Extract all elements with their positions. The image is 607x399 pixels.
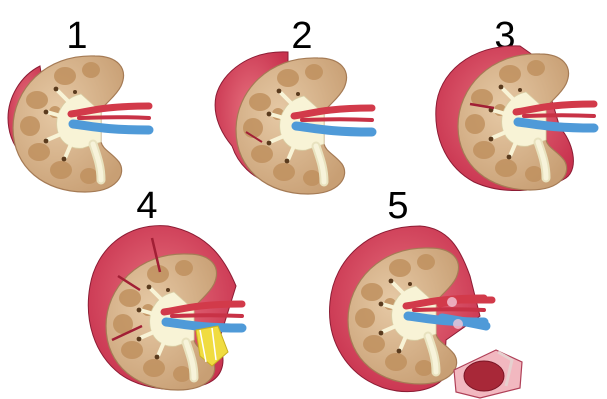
panel-4-label: 4: [136, 185, 157, 227]
panel-5: 5: [330, 185, 522, 398]
panel-1: 1: [8, 15, 149, 192]
panel-5-label: 5: [387, 185, 408, 227]
panel-2-label: 2: [291, 15, 312, 57]
panel-1-label: 1: [66, 15, 87, 57]
panel-2: 2: [215, 15, 372, 194]
vessel-inset: [454, 350, 522, 398]
panel-4: 4: [88, 185, 242, 390]
panel-3: 3: [436, 15, 594, 191]
